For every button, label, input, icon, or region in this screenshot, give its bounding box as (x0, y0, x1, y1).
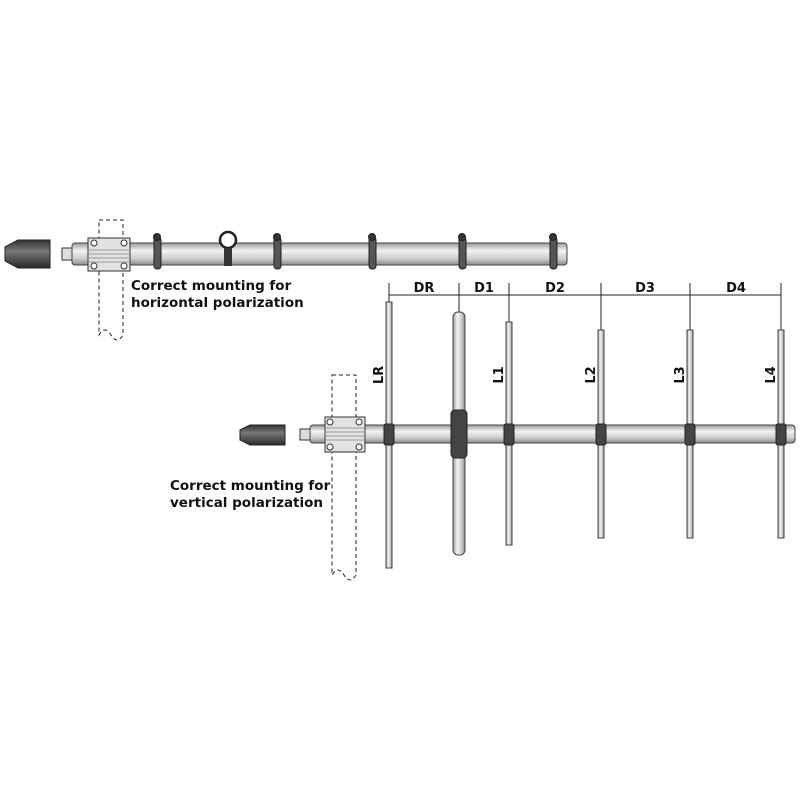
element-clips (383, 409, 787, 459)
boom-clamp (87, 237, 131, 272)
vertical-caption-line1: Correct mounting for (170, 478, 331, 494)
length-label-l2: L2 (584, 366, 599, 383)
mast-outline (98, 219, 124, 341)
horizontal-antenna: Correct mounting for horizontal polariza… (4, 219, 568, 341)
mast-outline (331, 374, 357, 581)
spacing-label-d4: D4 (726, 281, 746, 296)
spacing-label-d1: D1 (474, 281, 494, 296)
dipole-mount (218, 230, 238, 266)
element-clips (153, 233, 558, 270)
vertical-antenna: LR L1 L2 L3 L4 Correct mounting for vert… (170, 301, 796, 581)
length-label-l3: L3 (673, 366, 688, 383)
spacing-dimensions (388, 283, 782, 330)
vertical-caption-line2: vertical polarization (170, 495, 323, 511)
spacing-label-d3: D3 (635, 281, 655, 296)
end-cap (4, 239, 51, 269)
horizontal-caption-line1: Correct mounting for (131, 278, 292, 294)
boom (71, 242, 568, 266)
length-label-lr: LR (372, 366, 387, 384)
horizontal-caption-line2: horizontal polarization (131, 295, 304, 311)
length-label-l4: L4 (764, 366, 779, 383)
boom-clamp (324, 416, 366, 453)
boom (309, 424, 796, 444)
spacing-label-d2: D2 (545, 281, 565, 296)
end-cap (239, 424, 286, 446)
length-label-l1: L1 (492, 366, 507, 383)
spacing-label-dr: DR (414, 281, 435, 296)
